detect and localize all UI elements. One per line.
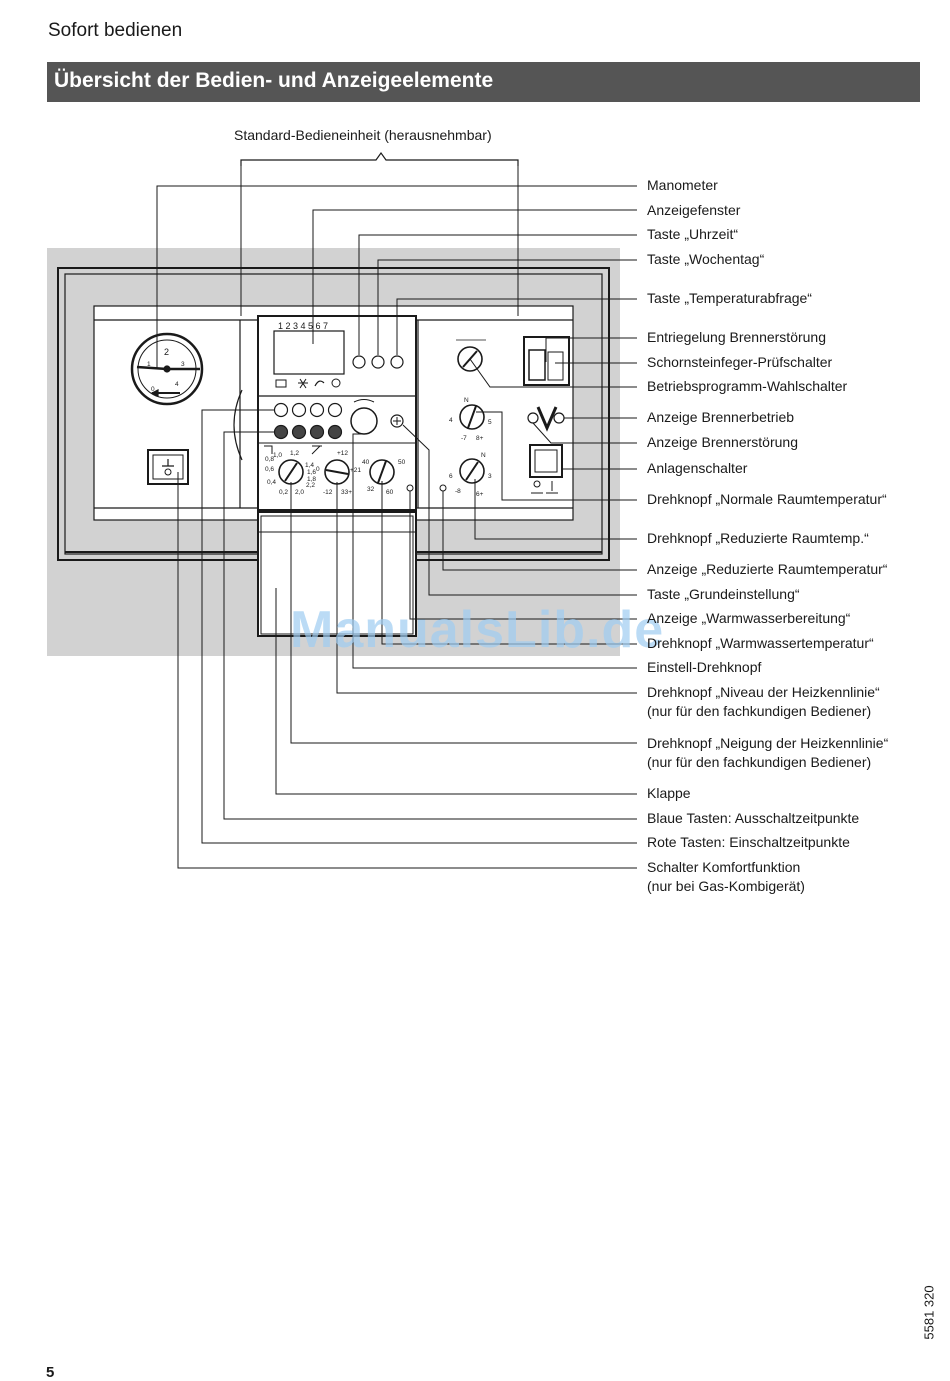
callout-comfort-switch: Schalter Komfortfunktion (nur bei Gas-Ko…: [647, 858, 805, 896]
neigung-tick-6: 1,4: [305, 462, 314, 469]
neigung-tick-1: 0,4: [267, 479, 276, 486]
callout-normal-temp-knob: Drehknopf „Normale Raumtemperatur“: [647, 491, 887, 507]
blue-key-1: [273, 424, 289, 440]
neigung-tick-4: 1,0: [273, 452, 282, 459]
normal-tick-3: 5: [488, 419, 492, 426]
callout-neigung-text: Drehknopf „Neigung der Heizkennlinie“: [647, 735, 889, 751]
callout-neigung-note: (nur für den fachkundigen Bediener): [647, 754, 872, 770]
warmwasser-tick-2: 50: [398, 459, 406, 466]
manometer-tick-1: 1: [147, 361, 151, 368]
neigung-tick-8: 1,8: [307, 476, 316, 483]
blue-key-3: [309, 424, 325, 440]
callout-chimney-switch: Schornsteinfeger-Prüfschalter: [647, 354, 833, 370]
callout-blue-keys: Blaue Tasten: Ausschaltzeitpunkte: [647, 810, 860, 826]
callout-niveau-note: (nur für den fachkundigen Bediener): [647, 703, 872, 719]
blue-key-4: [327, 424, 343, 440]
leader-lines: [156, 166, 637, 869]
page-title: Übersicht der Bedien- und Anzeigeelement…: [54, 69, 494, 92]
callout-niveau-knob: Drehknopf „Niveau der Heizkennlinie“ (nu…: [647, 683, 880, 721]
callout-reduced-temp-knob: Drehknopf „Reduzierte Raumtemp.“: [647, 530, 869, 546]
knob-reduced-temp: [459, 458, 485, 484]
neigung-tick-7: 1,6: [307, 469, 316, 476]
comfort-switch: [147, 449, 189, 485]
normal-tick-4: 8+: [476, 435, 484, 442]
reduziert-tick-2: N: [481, 452, 486, 459]
warmwasser-tick-3: 60: [386, 489, 394, 496]
neigung-tick-3: 0,8: [265, 456, 274, 463]
normal-tick-2: N: [464, 397, 469, 404]
reduziert-tick-4: 6+: [476, 491, 484, 498]
neigung-tick-0: 0,2: [279, 489, 288, 496]
normal-tick-0: 4: [449, 417, 453, 424]
weekday-button: [371, 355, 385, 369]
control-unit-body: [257, 315, 417, 511]
watermark: ManualsLib.de: [290, 601, 665, 659]
section-heading: Sofort bedienen: [48, 20, 183, 41]
niveau-tick-0: -12: [323, 489, 333, 496]
knob-normal-temp: [459, 404, 485, 430]
callout-program-selector: Betriebsprogramm-Wahlschalter: [647, 378, 848, 394]
callout-niveau-text: Drehknopf „Niveau der Heizkennlinie“: [647, 684, 880, 700]
normal-tick-1: -7: [461, 435, 467, 442]
niveau-tick-3: +21: [350, 467, 361, 474]
page-number: 5: [46, 1364, 55, 1381]
neigung-tick-5: 1,2: [290, 450, 299, 457]
neigung-tick-9: 2,0: [295, 489, 304, 496]
red-key-2: [291, 402, 307, 418]
system-switch: [529, 444, 563, 494]
callout-warmwater-knob: Drehknopf „Warmwassertemperatur“: [647, 635, 874, 651]
reduziert-tick-3: 3: [488, 473, 492, 480]
temp-query-button: [390, 355, 404, 369]
callout-temp-query-button: Taste „Temperaturabfrage“: [647, 290, 812, 306]
callout-burner-reset: Entriegelung Brennerstörung: [647, 329, 827, 345]
blue-key-2: [291, 424, 307, 440]
warmwasser-tick-0: 32: [367, 486, 375, 493]
callout-basic-settings: Taste „Grundeinstellung“: [647, 586, 800, 602]
callout-manometer: Manometer: [647, 177, 718, 193]
callout-system-switch: Anlagenschalter: [647, 460, 748, 476]
display-window: [273, 330, 345, 375]
caption-bracket: [240, 151, 519, 166]
display-digits: 1 2 3 4 5 6 7: [278, 321, 328, 331]
warmwasser-tick-1: 40: [362, 459, 370, 466]
burner-reset-and-chimney: [523, 336, 570, 386]
callout-red-keys: Rote Tasten: Einschaltzeitpunkte: [647, 834, 850, 850]
callout-comfort-text: Schalter Komfortfunktion: [647, 859, 801, 875]
time-button: [352, 355, 366, 369]
red-key-4: [327, 402, 343, 418]
neigung-tick-2: 0,6: [265, 466, 274, 473]
manometer-tick-0: 0: [151, 386, 155, 393]
callout-setting-knob: Einstell-Drehknopf: [647, 659, 762, 675]
callout-warmwater-indicator: Anzeige „Warmwasserbereitung“: [647, 610, 851, 626]
niveau-tick-2: +12: [337, 450, 348, 457]
manometer-tick-2: 2: [164, 347, 169, 357]
callout-burner-operation: Anzeige Brennerbetrieb: [647, 409, 795, 425]
neigung-tick-10: 2,2: [306, 482, 315, 489]
niveau-tick-1: 0: [316, 466, 320, 473]
callout-burner-fault: Anzeige Brennerstörung: [647, 434, 798, 450]
reduziert-tick-0: 6: [449, 473, 453, 480]
manometer: [130, 332, 204, 406]
red-key-1: [273, 402, 289, 418]
figure-caption: Standard-Bedieneinheit (herausnehmbar): [234, 127, 492, 143]
document-number: 5581 320: [921, 1285, 937, 1340]
manometer-tick-3: 3: [181, 361, 185, 368]
callout-comfort-note: (nur bei Gas-Kombigerät): [647, 878, 805, 894]
callout-time-button: Taste „Uhrzeit“: [647, 226, 739, 242]
callout-reduced-temp-indicator: Anzeige „Reduzierte Raumtemperatur“: [647, 561, 888, 577]
basic-settings-button: [390, 414, 404, 428]
callout-flap: Klappe: [647, 785, 691, 801]
scale-labels: 0 1 2 3 4 1 2 3 4 5 6 7 0,2 0,4 0,6 0,8 …: [147, 321, 492, 498]
title-bar: Übersicht der Bedien- und Anzeigeelement…: [47, 62, 920, 102]
red-key-3: [309, 402, 325, 418]
niveau-tick-4: 33+: [341, 489, 352, 496]
callout-neigung-knob: Drehknopf „Neigung der Heizkennlinie“ (n…: [647, 734, 888, 772]
callout-weekday-button: Taste „Wochentag“: [647, 251, 765, 267]
reduziert-tick-1: -8: [455, 488, 461, 495]
manometer-tick-4: 4: [175, 381, 179, 388]
callout-display-window: Anzeigefenster: [647, 202, 741, 218]
